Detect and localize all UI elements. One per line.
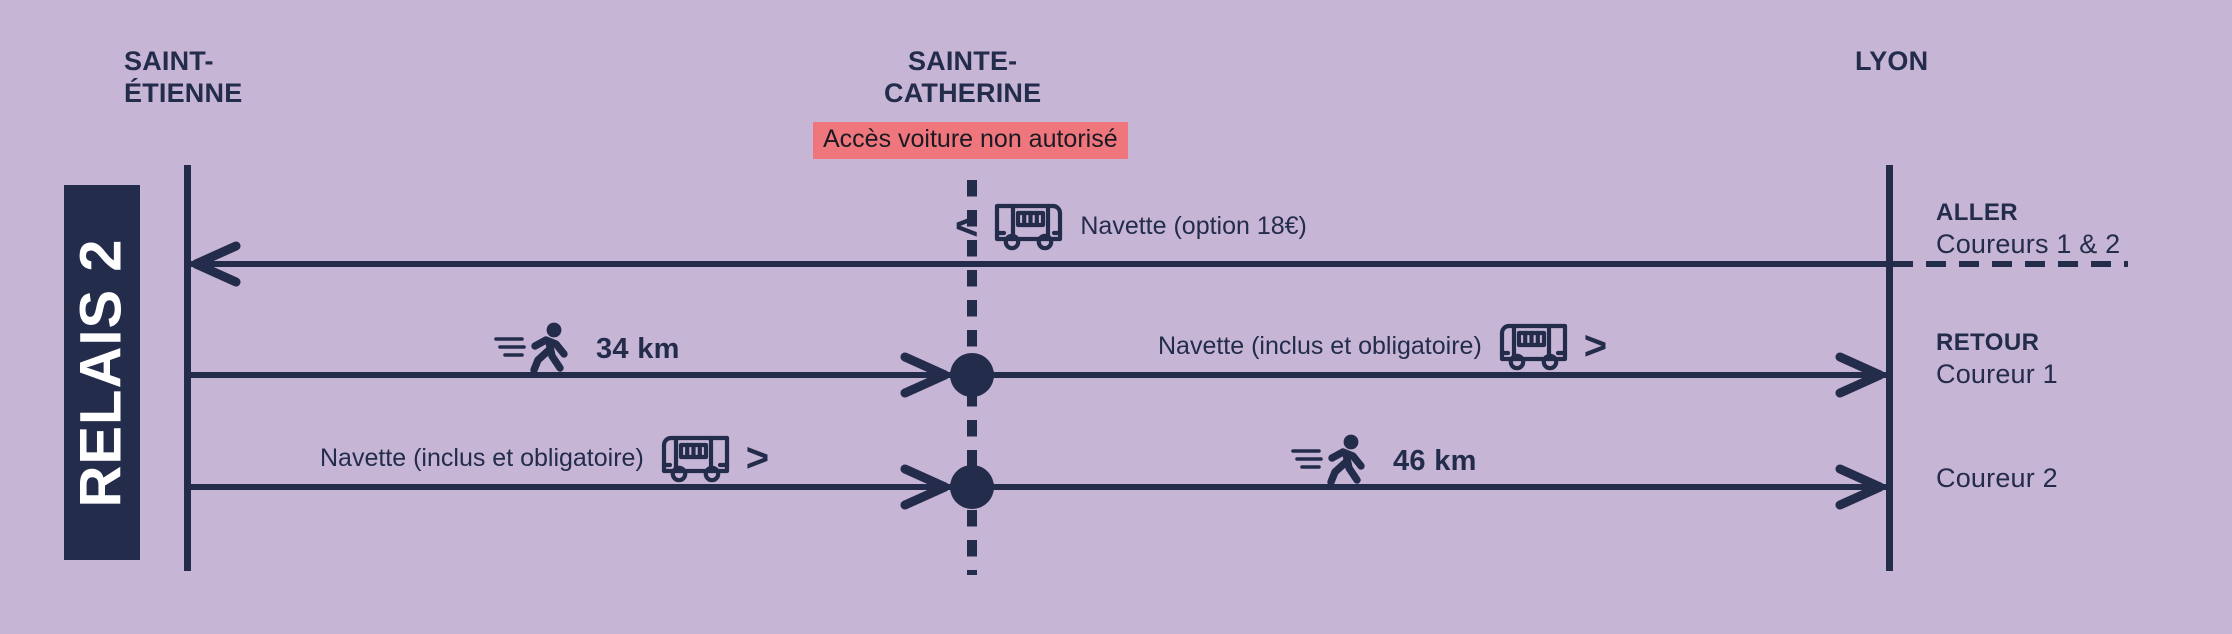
bus-icon bbox=[658, 432, 732, 484]
station-heading-lyon: LYON bbox=[1855, 46, 1928, 78]
bus-icon bbox=[1496, 320, 1570, 372]
runner-icon bbox=[1291, 432, 1379, 490]
warning-badge: Accès voiture non autorisé bbox=[813, 122, 1128, 159]
route-line-retour-coureur-2 bbox=[190, 484, 1890, 490]
arrowhead-right-retour-coureur-2 bbox=[1830, 463, 1886, 511]
leg-legend-coureur-2: Coureur 2 bbox=[1936, 462, 2058, 496]
leg-subtitle: Coureur 2 bbox=[1936, 463, 2058, 493]
leg-legend-retour: RETOUR Coureur 1 bbox=[1936, 328, 2058, 392]
relais-banner-label: RELAIS 2 bbox=[69, 237, 134, 508]
leg-subtitle: Coureur 1 bbox=[1936, 359, 2058, 389]
run-label-34km: 34 km bbox=[494, 320, 680, 378]
station-heading-line1: SAINTE- bbox=[907, 46, 1018, 76]
shuttle-label-retour-coureur-1: Navette (inclus et obligatoire) > bbox=[1158, 320, 1607, 372]
arrowhead-right-into-node-1 bbox=[895, 351, 951, 399]
route-line-aller-dashed-extension bbox=[1893, 261, 2128, 267]
station-heading-line2: ÉTIENNE bbox=[124, 77, 243, 108]
shuttle-label-aller: < Navette (option 18€) bbox=[955, 200, 1307, 252]
run-distance: 34 km bbox=[596, 332, 680, 365]
station-node-sainte-catherine-coureur-1 bbox=[950, 353, 994, 397]
chevron-left-icon: < bbox=[955, 204, 979, 248]
route-line-retour-coureur-1 bbox=[190, 372, 1890, 378]
chevron-right-icon: > bbox=[1583, 324, 1608, 368]
arrowhead-right-retour-coureur-1 bbox=[1830, 351, 1886, 399]
station-heading-sainte-catherine: SAINTE- CATHERINE bbox=[884, 46, 1041, 110]
station-node-sainte-catherine-coureur-2 bbox=[950, 465, 994, 509]
bus-icon bbox=[992, 200, 1066, 252]
shuttle-label-retour-coureur-2: Navette (inclus et obligatoire) > bbox=[320, 432, 769, 484]
relais-banner: RELAIS 2 bbox=[64, 185, 140, 560]
arrowhead-left-aller bbox=[186, 240, 242, 288]
runner-icon bbox=[494, 320, 582, 378]
shuttle-label-text: Navette (inclus et obligatoire) bbox=[320, 443, 644, 472]
run-distance: 46 km bbox=[1393, 444, 1477, 477]
station-heading-line1: LYON bbox=[1855, 46, 1929, 76]
route-line-aller bbox=[190, 261, 1890, 267]
station-axis-saint-etienne bbox=[184, 165, 191, 571]
station-axis-lyon bbox=[1886, 165, 1893, 571]
station-heading-line1: SAINT- bbox=[124, 46, 214, 76]
leg-title: RETOUR bbox=[1936, 329, 2040, 356]
shuttle-label-text: Navette (option 18€) bbox=[1080, 211, 1307, 240]
run-label-46km: 46 km bbox=[1291, 432, 1477, 490]
leg-subtitle: Coureurs 1 & 2 bbox=[1936, 229, 2121, 259]
arrowhead-right-into-node-2 bbox=[895, 463, 951, 511]
chevron-right-icon: > bbox=[745, 436, 770, 480]
station-heading-saint-etienne: SAINT- ÉTIENNE bbox=[124, 46, 242, 110]
shuttle-label-text: Navette (inclus et obligatoire) bbox=[1158, 331, 1482, 360]
leg-title: ALLER bbox=[1936, 199, 2018, 226]
leg-legend-aller: ALLER Coureurs 1 & 2 bbox=[1936, 198, 2120, 262]
station-heading-line2: CATHERINE bbox=[884, 77, 1042, 108]
